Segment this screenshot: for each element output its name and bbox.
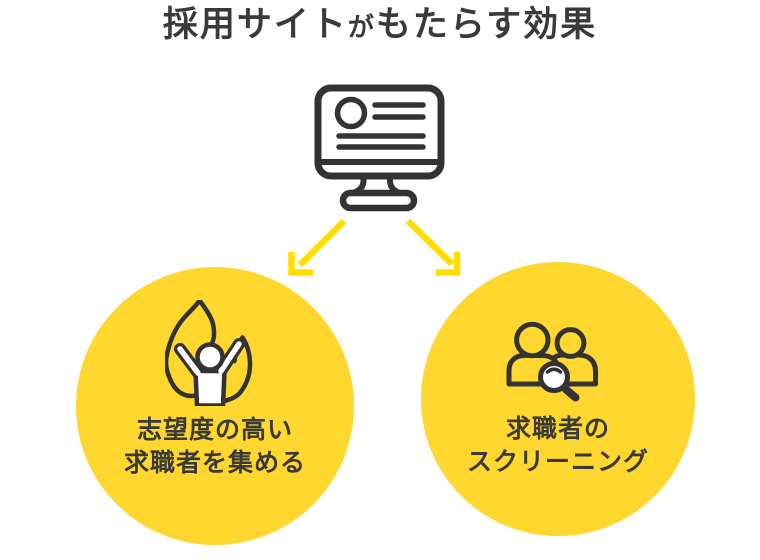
effect-label-line: スクリーニング [466, 447, 649, 476]
effect-card-attract: 志望度の高い 求職者を集める [76, 267, 354, 545]
flame-person-icon [165, 300, 253, 406]
arrow-down-left-icon [288, 218, 347, 276]
people-magnifier-icon [506, 321, 598, 402]
magnifier-icon [538, 361, 580, 402]
effect-label-line: 求職者の [505, 414, 610, 443]
title-segment: 採用サイト [162, 5, 348, 45]
monitor-screen [314, 84, 445, 180]
branch-arrows [288, 218, 461, 276]
title-segment-small: が [347, 13, 376, 43]
effect-label-attract: 志望度の高い 求職者を集める [76, 413, 354, 479]
effect-card-screening: 求職者の スクリーニング [421, 262, 695, 536]
monitor-icon [314, 84, 445, 212]
effect-label-screening: 求職者の スクリーニング [421, 412, 695, 478]
arrow-down-right-icon [405, 218, 461, 276]
monitor-stand [339, 175, 418, 212]
title-segment: もたらす効果 [375, 5, 598, 45]
person [174, 338, 245, 406]
page-title: 採用サイトがもたらす効果 [0, 2, 760, 51]
effect-label-line: 志望度の高い [136, 415, 293, 444]
effect-label-line: 求職者を集める [123, 448, 306, 477]
